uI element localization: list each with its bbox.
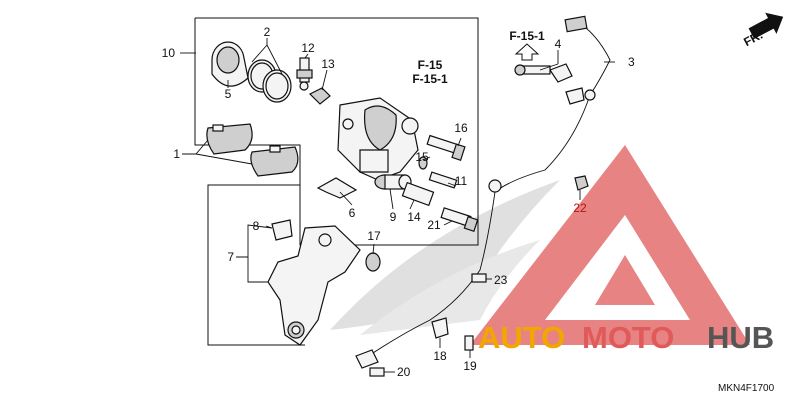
clamp-bolt[interactable] [514, 64, 551, 76]
piston-seals[interactable] [247, 59, 292, 103]
callout-12: 12 [301, 41, 315, 55]
bleeder-valve[interactable] [296, 57, 313, 91]
watermark-brand-part1: AUTO [478, 320, 565, 355]
leader-lines [180, 38, 615, 373]
watermark-brand-part2: MOTO [582, 320, 674, 355]
reference-label-main-line2: F-15-1 [412, 72, 448, 86]
callout-1: 1 [173, 147, 180, 161]
front-direction-arrow-icon [748, 12, 784, 39]
bleeder-cap[interactable] [308, 87, 331, 105]
rubber-boot[interactable] [365, 252, 381, 272]
callout-15: 15 [415, 150, 429, 164]
watermark-logo [470, 145, 750, 345]
callout-14: 14 [407, 210, 421, 224]
callout-2: 2 [264, 25, 271, 39]
callout-8: 8 [253, 219, 260, 233]
caliper-pin[interactable] [440, 207, 479, 233]
callout-13: 13 [321, 57, 335, 71]
watermark-triangle-core-icon [595, 255, 655, 305]
pin-bolt[interactable] [428, 171, 458, 189]
caliper-bolt[interactable] [426, 134, 466, 161]
bolt-23[interactable] [471, 273, 487, 283]
watermark-brand-part3: HUB [707, 320, 774, 355]
callout-23: 23 [494, 273, 508, 287]
bolt-19[interactable] [464, 335, 474, 351]
callout-5: 5 [225, 87, 232, 101]
wire-clamp[interactable] [549, 63, 585, 105]
bolt-20[interactable] [369, 367, 385, 377]
callout-4: 4 [555, 37, 562, 51]
diagram-code: MKN4F1700 [718, 383, 775, 394]
seal-ring[interactable] [418, 156, 428, 170]
callout-21: 21 [427, 218, 441, 232]
reference-label-arrow: F-15-1 [509, 29, 545, 43]
up-arrow-icon [514, 43, 540, 61]
pin-sleeve[interactable] [401, 181, 435, 207]
pad-spring[interactable] [316, 177, 358, 199]
callout-17: 17 [367, 229, 381, 243]
brake-pads[interactable] [206, 123, 299, 177]
callout-20: 20 [397, 365, 411, 379]
caliper-bracket[interactable] [267, 225, 361, 346]
callout-7: 7 [227, 250, 234, 264]
callout-18: 18 [433, 349, 447, 363]
wire-guide[interactable] [431, 317, 449, 339]
nut[interactable] [574, 175, 589, 191]
callout-10: 10 [162, 46, 176, 60]
bracket-clip[interactable] [271, 219, 293, 241]
callout-9: 9 [390, 210, 397, 224]
abs-sensor-wire[interactable] [355, 15, 611, 369]
wing-watermark-icon [330, 180, 560, 335]
caliper-assembly-frame [195, 17, 479, 346]
callout-19: 19 [463, 359, 477, 373]
callout-3: 3 [628, 55, 635, 69]
callout-6: 6 [349, 206, 356, 220]
watermark-text: AUTO MOTO HUB [478, 320, 774, 355]
reference-label-main-line1: F-15 [418, 58, 443, 72]
piston[interactable] [211, 41, 249, 87]
callout-16: 16 [454, 121, 468, 135]
pin-boot[interactable] [374, 174, 412, 190]
callout-22: 22 [573, 201, 587, 215]
caliper-body[interactable] [337, 97, 419, 181]
callout-11: 11 [455, 174, 468, 188]
